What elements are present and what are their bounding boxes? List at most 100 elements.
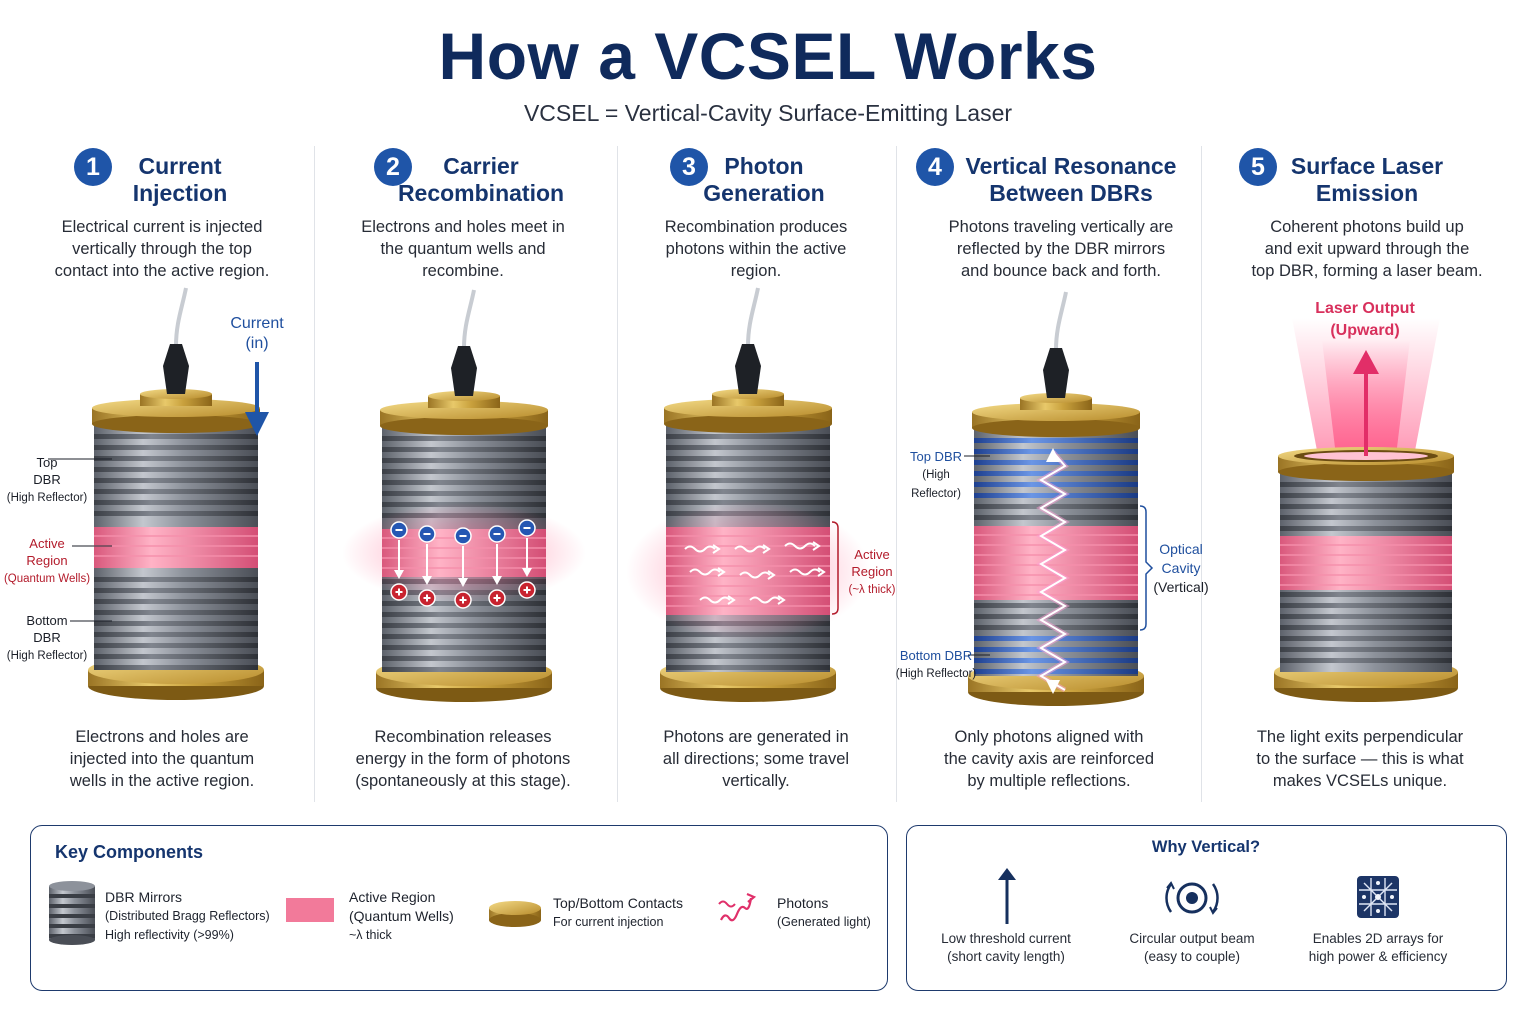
- quantum-well: [1280, 544, 1452, 546]
- dbr-layer: [382, 458, 546, 463]
- dbr-layer: [382, 667, 546, 672]
- dbr-layer: [974, 603, 1138, 608]
- dbr-layer: [666, 643, 830, 648]
- dbr-layer: [382, 480, 546, 485]
- dbr-layer: [1280, 482, 1452, 487]
- vcsel-device: [88, 287, 264, 700]
- dbr-stack-icon: [49, 881, 95, 945]
- vcsel-device: [968, 291, 1144, 706]
- dbr-layer: [1280, 515, 1452, 520]
- photon-arrowhead: [1046, 680, 1060, 694]
- photon-wave: [817, 567, 826, 577]
- dbr-layer: [1280, 592, 1452, 597]
- quantum-well: [666, 595, 830, 597]
- why-vertical-title: Why Vertical?: [1151, 838, 1261, 856]
- quantum-well: [974, 594, 1138, 596]
- dbr-layer: [974, 493, 1138, 498]
- photon-wave: [699, 596, 731, 604]
- dbr-layer: [94, 665, 258, 670]
- quantum-well: [94, 555, 258, 557]
- current-in-label: Current(in): [230, 315, 284, 352]
- dbr-layer: [666, 654, 830, 659]
- dbr-layer: [94, 632, 258, 637]
- dbr-layer: [974, 669, 1138, 674]
- quantum-well: [94, 535, 258, 537]
- dbr-layer: [974, 614, 1138, 619]
- recombination-arrow: [522, 568, 532, 577]
- wire-connector: [1043, 348, 1069, 398]
- top-contact: [664, 399, 832, 417]
- dbr-layer: [382, 447, 546, 452]
- quantum-well: [666, 585, 830, 587]
- dbr-layer: [94, 500, 258, 505]
- current-arrow: [245, 412, 269, 436]
- photon-wave-icon: [718, 892, 757, 922]
- wire-connector: [735, 344, 761, 394]
- dbr-layer: [94, 599, 258, 604]
- photon-wave: [767, 570, 776, 580]
- quantum-well: [1280, 574, 1452, 576]
- photon-wave: [777, 595, 786, 605]
- photon-wave: [812, 541, 821, 551]
- dbr-layer: [974, 460, 1138, 465]
- dbr-layer: [666, 478, 830, 483]
- photon-wave: [684, 545, 716, 553]
- dbr-layer: [974, 658, 1138, 663]
- lead-wire: [462, 289, 476, 349]
- top-contact: [380, 401, 548, 419]
- step-number-badge: 1: [74, 148, 112, 186]
- dbr-layer: [974, 504, 1138, 509]
- active-region: [94, 527, 258, 568]
- dbr-layer: [1280, 493, 1452, 498]
- dbr-layer: [1280, 647, 1452, 652]
- dbr-layer: [382, 656, 546, 661]
- top-contact: [664, 415, 832, 433]
- wire-connector: [163, 344, 189, 394]
- photon-wave: [762, 544, 771, 554]
- dbr-layer: [94, 654, 258, 659]
- top-contact: [92, 415, 260, 433]
- dbr-layer: [666, 445, 830, 450]
- photon-wave: [734, 545, 766, 553]
- dbr-layer: [382, 634, 546, 639]
- dbr-layer: [974, 647, 1138, 652]
- recombination-arrow: [422, 576, 432, 585]
- why-vertical-panel: Why Vertical? Low threshold current(shor…: [906, 825, 1507, 991]
- top-contact: [380, 417, 548, 435]
- dbr-layer: [666, 456, 830, 461]
- active-region-legend: Active Region (Quantum Wells) ~λ thick: [349, 889, 454, 942]
- dbr-layer: [1280, 603, 1452, 608]
- quantum-well: [974, 564, 1138, 566]
- dbr-layer: [1280, 526, 1452, 531]
- photon-arrowhead: [1046, 448, 1060, 462]
- quantum-well: [1280, 564, 1452, 566]
- vcsel-device: [1274, 447, 1458, 702]
- quantum-well: [974, 534, 1138, 536]
- lead-wire: [1054, 291, 1068, 351]
- dbr-layer: [666, 434, 830, 439]
- quantum-well: [1280, 584, 1452, 586]
- laser-output-arrow: [1353, 350, 1379, 374]
- vcsel-device: [626, 287, 870, 702]
- dbr-layer: [94, 643, 258, 648]
- dbr-layer: [94, 434, 258, 439]
- page-subtitle: VCSEL = Vertical-Cavity Surface-Emitting…: [523, 100, 1013, 126]
- photon-wave: [727, 595, 736, 605]
- dbr-layer: [382, 469, 546, 474]
